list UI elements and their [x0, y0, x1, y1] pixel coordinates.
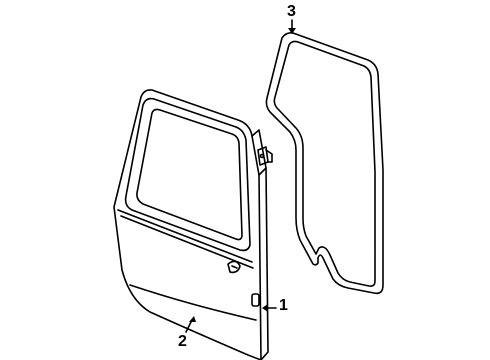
door-weatherstrip	[265, 32, 384, 295]
callout-3: 3	[287, 3, 296, 20]
callout-2: 2	[178, 333, 187, 350]
hinge-bracket	[257, 146, 273, 166]
callout-1: 1	[279, 297, 288, 314]
leader-lines	[185, 19, 296, 333]
door-shell	[113, 89, 269, 360]
